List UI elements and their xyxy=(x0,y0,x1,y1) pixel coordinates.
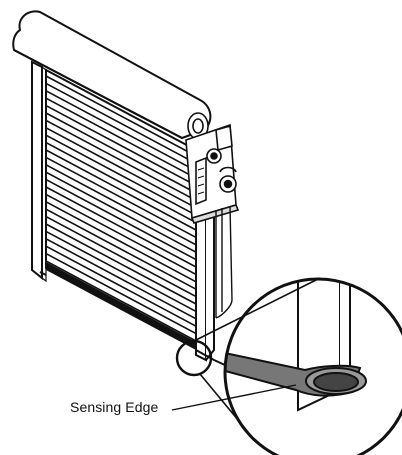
door-slat xyxy=(45,230,197,313)
door-slat xyxy=(45,82,197,165)
door-slat xyxy=(45,208,197,290)
door-slat xyxy=(45,178,197,261)
door-slat xyxy=(45,90,197,172)
door-slat xyxy=(45,97,197,179)
drive-mechanism xyxy=(185,112,240,319)
door-slat xyxy=(45,171,197,253)
door-slat xyxy=(45,245,197,327)
door-slat xyxy=(45,193,197,276)
roll-hood xyxy=(12,10,212,139)
door-slat xyxy=(45,223,197,305)
door-slat xyxy=(45,104,197,187)
door-slat xyxy=(45,164,197,246)
door-slat xyxy=(45,252,197,335)
door-side-guide xyxy=(31,60,47,283)
connector-lines xyxy=(193,278,319,433)
door-slat xyxy=(45,186,197,268)
door-slat xyxy=(45,149,197,231)
magnified-detail xyxy=(223,277,402,455)
door-slat xyxy=(45,238,197,320)
door-slat xyxy=(45,112,197,194)
door-curtain xyxy=(45,68,197,350)
door-slat xyxy=(45,141,197,224)
bottom-bar xyxy=(46,262,196,350)
door-slat xyxy=(45,134,197,216)
door-slat xyxy=(45,215,197,298)
door-slat xyxy=(45,260,197,342)
hand-chain xyxy=(215,205,233,319)
door-slat xyxy=(45,156,197,239)
sensing-edge-label: Sensing Edge xyxy=(70,399,159,415)
door-slat xyxy=(45,75,197,157)
callout-leader-line xyxy=(171,384,297,411)
door-slat xyxy=(45,201,197,283)
door-slat xyxy=(45,127,197,209)
door-slat xyxy=(45,119,197,202)
